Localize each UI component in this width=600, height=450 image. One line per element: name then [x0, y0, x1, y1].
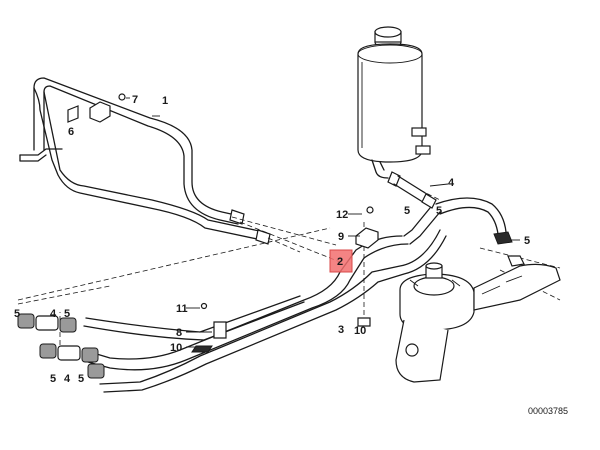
left-fittings	[17, 313, 105, 379]
callout-left-upper-4: 4	[50, 308, 57, 320]
callout-2: 2	[337, 256, 343, 268]
callout-11: 11	[176, 303, 188, 315]
callout-5-top-b: 5	[436, 205, 442, 217]
callout-leaders	[126, 97, 520, 348]
highlight-box-part-2	[329, 249, 353, 273]
callout-9: 9	[338, 231, 344, 243]
callout-3: 3	[338, 324, 344, 336]
callout-left-lower-5a: 5	[50, 373, 56, 385]
callout-10-left: 10	[170, 342, 182, 354]
callout-6: 6	[68, 126, 74, 138]
callout-4-top: 4	[448, 177, 455, 189]
callout-1: 1	[162, 95, 168, 107]
reservoir-hoses	[387, 171, 513, 245]
document-number: 00003785	[528, 406, 568, 416]
callout-5-top-a: 5	[404, 205, 410, 217]
callout-8: 8	[176, 327, 182, 339]
callout-5-right: 5	[524, 235, 530, 247]
callout-7: 7	[132, 94, 138, 106]
leader-lines	[17, 189, 561, 345]
callout-left-lower-5b: 5	[78, 373, 84, 385]
steering-gear	[395, 255, 561, 383]
fluid-reservoir	[357, 26, 431, 179]
cooling-loop-hose	[19, 77, 271, 245]
small-parts	[67, 93, 379, 353]
callout-12: 12	[336, 209, 348, 221]
pressure-pipes	[83, 229, 447, 393]
callout-10-center: 10	[354, 325, 366, 337]
callout-left-lower-4: 4	[64, 373, 71, 385]
callout-left-upper-5a: 5	[14, 308, 20, 320]
callout-left-upper-5b: 5	[64, 308, 70, 320]
